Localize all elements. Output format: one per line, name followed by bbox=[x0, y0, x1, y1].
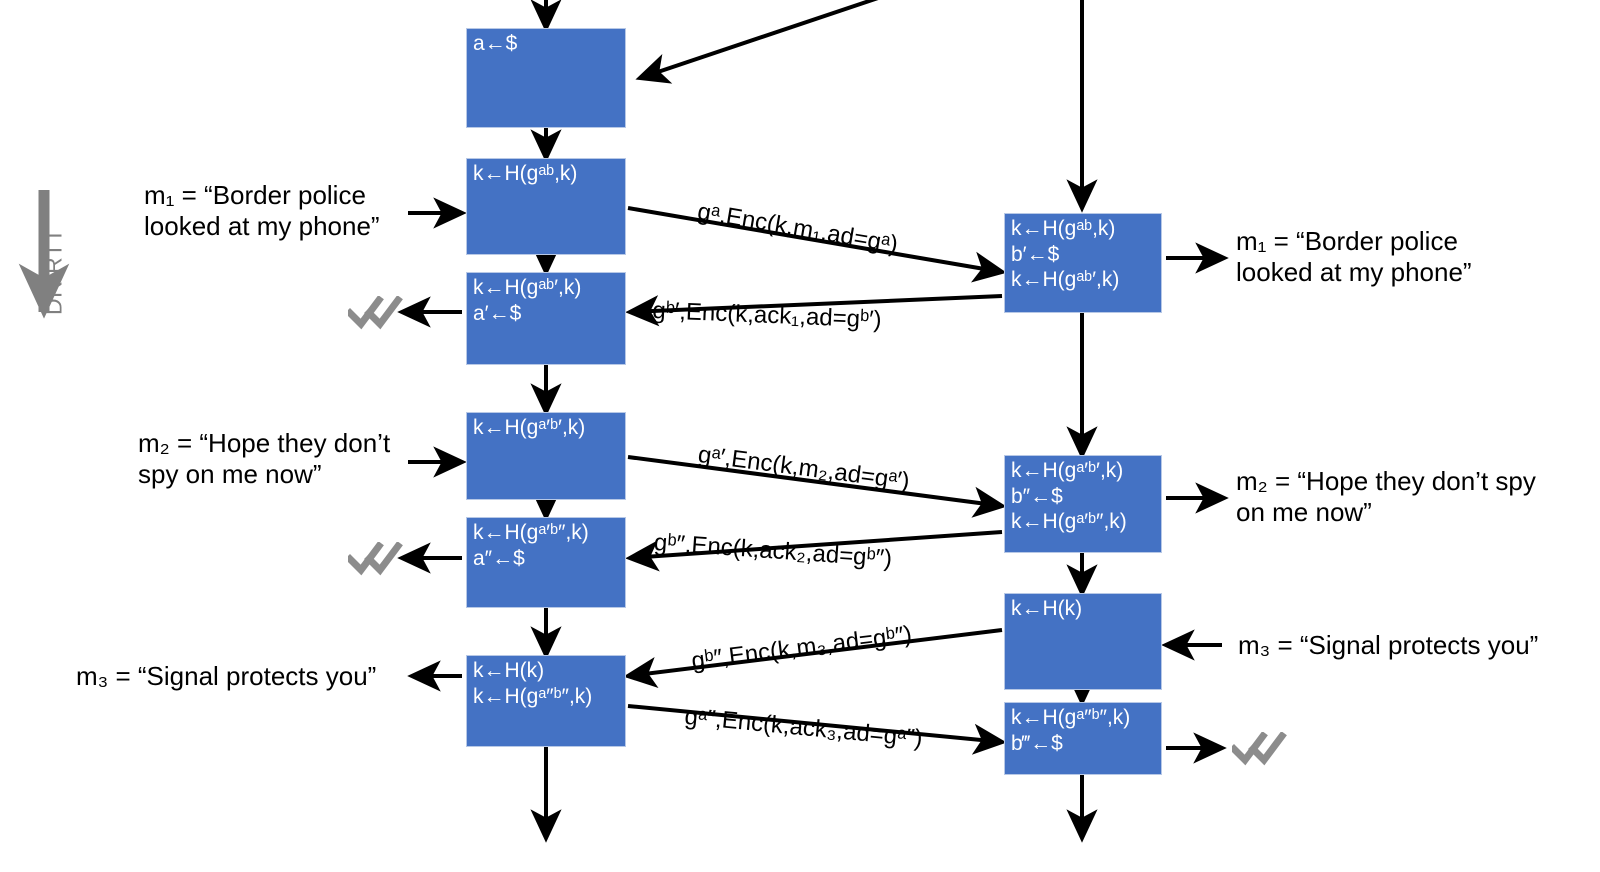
bob-box-ratchet-1: k←H(gᵃᵇ,k) b′←$ k←H(gᵃᵇ′,k) bbox=[1004, 213, 1162, 313]
bob-ratchet2-line-1: k←H(gᵃ′ᵇ′,k) bbox=[1011, 459, 1124, 482]
bob-ratchet1-line-1: k←H(gᵃᵇ,k) bbox=[1011, 217, 1116, 240]
dr-rtt-label: DR RTT bbox=[40, 228, 67, 315]
bob-ratchet4-line-2: b‴←$ bbox=[1011, 731, 1063, 755]
alice-box-ratchet-4: k←H(gᵃ′ᵇ″,k) a″←$ bbox=[466, 517, 626, 608]
ack1-wire bbox=[625, 294, 1003, 327]
init-diagonal-arrow bbox=[635, 0, 879, 84]
alice-ratchet4-line-2: a″←$ bbox=[473, 546, 525, 570]
msg3-wire bbox=[623, 628, 1003, 688]
bob-ratchet4-line-1: k←H(gᵃ″ᵇ″,k) bbox=[1011, 706, 1131, 729]
ack3-wire bbox=[627, 704, 1007, 755]
alice-box-init: a←$ bbox=[466, 28, 626, 128]
msg1-wire bbox=[627, 206, 1007, 283]
alice-box-ratchet-2: k←H(gᵃᵇ′,k) a′←$ bbox=[466, 272, 626, 365]
bob-box-ratchet-3: k←H(k) bbox=[1004, 593, 1162, 690]
read-receipt-ticks-3 bbox=[1232, 732, 1287, 766]
bob-ratchet3-line-1: k←H(k) bbox=[1011, 597, 1083, 620]
ack2-wire bbox=[625, 530, 1003, 572]
bob-box-ratchet-4: k←H(gᵃ″ᵇ″,k) b‴←$ bbox=[1004, 702, 1162, 775]
bob-ratchet2-line-2: b″←$ bbox=[1011, 484, 1063, 508]
message-label-m2-left: m₂ = “Hope they don’t spy on me now” bbox=[138, 428, 391, 489]
bob-ratchet1-line-2: b′←$ bbox=[1011, 242, 1060, 266]
msg2-wire bbox=[627, 455, 1007, 518]
read-receipt-ticks-2 bbox=[348, 542, 403, 576]
read-receipt-ticks-1 bbox=[348, 296, 403, 330]
alice-ratchet3-line-1: k←H(gᵃ′ᵇ′,k) bbox=[473, 416, 586, 439]
message-label-m2-right: m₂ = “Hope they don’t spy on me now” bbox=[1236, 466, 1536, 527]
message-label-m3-left: m₃ = “Signal protects you” bbox=[76, 661, 377, 691]
alice-ratchet5-line-1: k←H(k) bbox=[473, 659, 545, 682]
alice-ratchet1-line-1: k←H(gᵃᵇ,k) bbox=[473, 162, 578, 185]
alice-init-line-1: a←$ bbox=[473, 32, 518, 55]
alice-ratchet2-line-1: k←H(gᵃᵇ′,k) bbox=[473, 276, 582, 299]
alice-ratchet5-line-2: k←H(gᵃ″ᵇ″,k) bbox=[473, 684, 593, 708]
bob-box-ratchet-2: k←H(gᵃ′ᵇ′,k) b″←$ k←H(gᵃ′ᵇ″,k) bbox=[1004, 455, 1162, 553]
alice-ratchet4-line-1: k←H(gᵃ′ᵇ″,k) bbox=[473, 521, 589, 544]
alice-box-ratchet-1: k←H(gᵃᵇ,k) bbox=[466, 158, 626, 255]
message-label-m3-right: m₃ = “Signal protects you” bbox=[1238, 630, 1539, 660]
alice-box-ratchet-5: k←H(k) k←H(gᵃ″ᵇ″,k) bbox=[466, 655, 626, 747]
message-label-m1-right: m₁ = “Border police looked at my phone” bbox=[1236, 226, 1472, 287]
alice-box-ratchet-3: k←H(gᵃ′ᵇ′,k) bbox=[466, 412, 626, 500]
alice-ratchet2-line-2: a′←$ bbox=[473, 301, 522, 325]
bob-ratchet1-line-3: k←H(gᵃᵇ′,k) bbox=[1011, 268, 1120, 292]
message-label-m1-left: m₁ = “Border police looked at my phone” bbox=[144, 180, 380, 241]
bob-ratchet2-line-3: k←H(gᵃ′ᵇ″,k) bbox=[1011, 510, 1127, 534]
